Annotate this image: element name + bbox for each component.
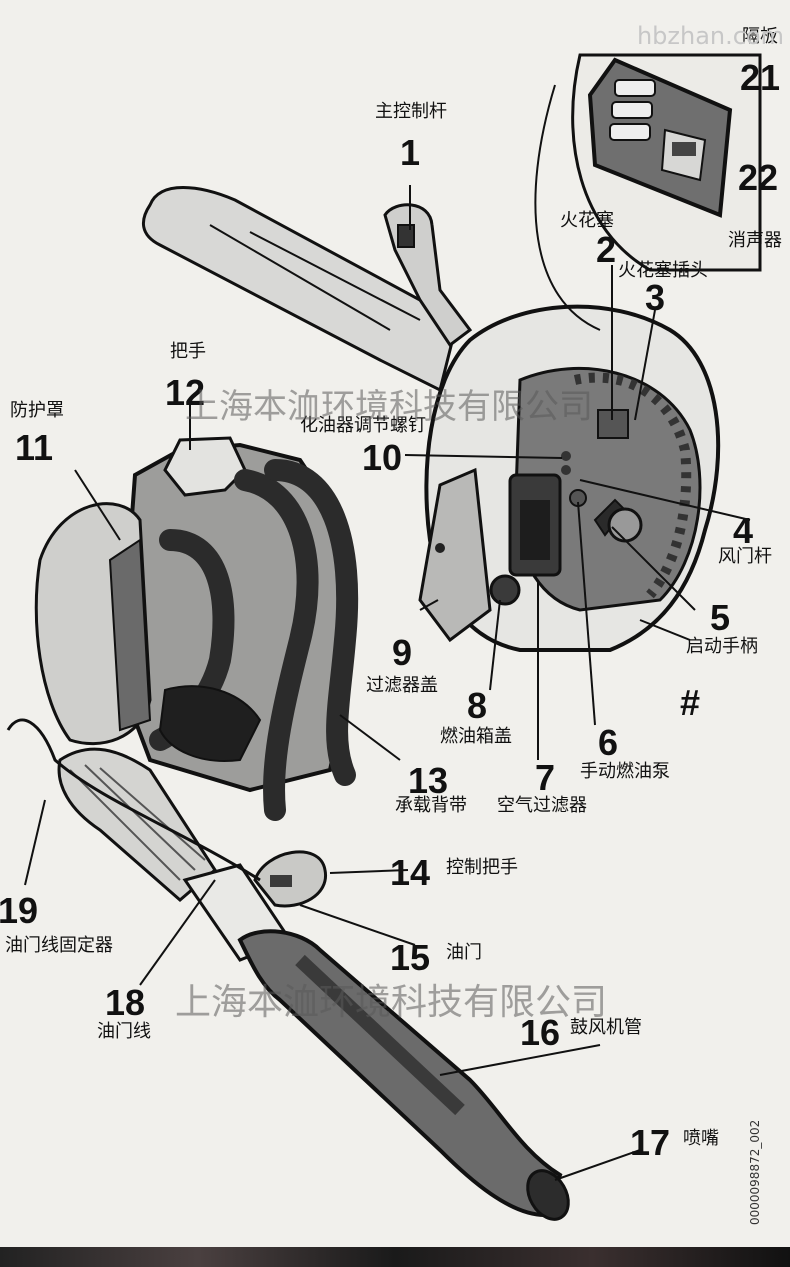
leader-lines bbox=[24, 185, 751, 1181]
harness-pad bbox=[158, 685, 262, 762]
bottom-strip bbox=[0, 1247, 790, 1267]
callout-number-baffle: 21 bbox=[740, 57, 781, 98]
outlet-tube bbox=[141, 186, 457, 393]
callout-number-throttle: 15 bbox=[390, 937, 431, 978]
company-watermark: 上海本洫环境科技有限公司 bbox=[185, 387, 593, 427]
callout-number-muffler: 22 bbox=[738, 157, 779, 198]
callout-text-air-filter: 空气过滤器 bbox=[497, 795, 587, 816]
callout-text-throttle-cable: 油门线 bbox=[97, 1021, 151, 1042]
callout-text-harness: 承载背带 bbox=[395, 795, 467, 816]
callout-number-serial: # bbox=[680, 682, 701, 723]
callout-text-fuel-cap: 燃油箱盖 bbox=[440, 726, 512, 747]
callout-number-handle: 12 bbox=[165, 372, 206, 413]
callout-number-nozzle: 17 bbox=[630, 1122, 671, 1163]
callout-number-manual-fuel-pump: 6 bbox=[598, 722, 619, 763]
filter-cover-shape bbox=[418, 467, 492, 643]
muffler-inset bbox=[571, 53, 762, 272]
callout-text-manual-fuel-pump: 手动燃油泵 bbox=[580, 761, 670, 782]
blower-tube-assembly bbox=[57, 747, 570, 1221]
callout-text-spark-plug-cap: 火花塞插头 bbox=[618, 260, 708, 281]
engine-housing bbox=[424, 84, 721, 652]
callout-text-baffle: 隔板 bbox=[742, 26, 778, 47]
callout-number-control-handle: 14 bbox=[390, 852, 431, 893]
callout-text-control-handle: 控制把手 bbox=[446, 857, 518, 878]
callout-number-throttle-cable: 18 bbox=[105, 982, 146, 1023]
callout-text-guard: 防护罩 bbox=[10, 400, 64, 421]
callout-number-fuel-cap: 8 bbox=[467, 685, 488, 726]
callout-number-harness: 13 bbox=[408, 760, 449, 801]
main-control-lever-shape bbox=[383, 203, 473, 348]
callout-text-nozzle: 喷嘴 bbox=[683, 1128, 719, 1149]
callout-text-muffler: 消声器 bbox=[728, 230, 782, 251]
callout-text-cable-holder: 油门线固定器 bbox=[5, 935, 113, 956]
callout-number-filter-cover: 9 bbox=[392, 632, 413, 673]
callout-text-main-control-lever: 主控制杆 bbox=[375, 101, 447, 122]
callout-number-starter-handle: 5 bbox=[710, 597, 731, 638]
callout-number-guard: 11 bbox=[15, 427, 54, 468]
document-code: 0000098872_002 bbox=[748, 1119, 762, 1225]
callout-number-blower-tube: 16 bbox=[520, 1012, 561, 1053]
callout-number-cable-holder: 19 bbox=[0, 890, 39, 931]
callout-number-choke-lever: 4 bbox=[733, 510, 754, 551]
callout-text-carburetor-screw: 化油器调节螺钉 bbox=[300, 415, 426, 436]
callout-text-blower-tube: 鼓风机管 bbox=[570, 1017, 642, 1038]
callout-text-filter-cover: 过滤器盖 bbox=[366, 675, 438, 696]
callout-text-choke-lever: 风门杆 bbox=[718, 546, 772, 567]
company-watermark-2: 上海本洫环境科技有限公司 bbox=[175, 982, 608, 1023]
site-watermark: hbzhan.com bbox=[636, 22, 784, 50]
callout-number-carburetor-screw: 10 bbox=[362, 437, 403, 478]
callout-text-spark-plug: 火花塞 bbox=[560, 210, 614, 231]
callout-number-spark-plug-cap: 3 bbox=[645, 277, 666, 318]
callout-text-throttle: 油门 bbox=[446, 942, 482, 963]
callout-text-starter-handle: 启动手柄 bbox=[686, 636, 758, 657]
throttle-cable-shape bbox=[6, 718, 261, 882]
callout-number-air-filter: 7 bbox=[535, 757, 556, 798]
callout-number-spark-plug: 2 bbox=[596, 229, 617, 270]
callout-number-main-control-lever: 1 bbox=[400, 132, 421, 173]
callout-text-handle: 把手 bbox=[170, 341, 206, 362]
